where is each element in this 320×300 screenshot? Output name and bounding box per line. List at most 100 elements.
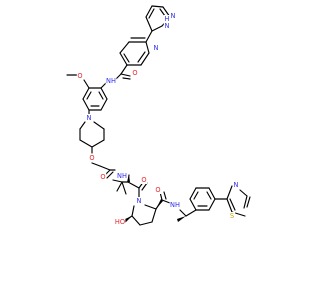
- atom-symbol: O: [100, 173, 105, 181]
- atom-label-background: [169, 12, 177, 20]
- bond: [140, 52, 150, 66]
- bond: [93, 121, 105, 130]
- bond: [226, 198, 233, 213]
- atom-symbol: O: [89, 154, 94, 162]
- atom-label: N: [85, 114, 93, 122]
- atom-symbol: N: [154, 44, 159, 52]
- bond: [131, 205, 135, 217]
- atom-label: N: [232, 181, 240, 189]
- bond: [79, 121, 86, 130]
- bond: [139, 221, 153, 226]
- atom-symbol: N: [234, 181, 239, 189]
- bond: [185, 209, 197, 217]
- bond: [137, 51, 146, 63]
- bond: [116, 181, 123, 192]
- atom-label: NH: [169, 201, 181, 209]
- bond: [119, 52, 128, 66]
- bond: [145, 30, 153, 43]
- bond: [100, 98, 108, 111]
- atom-label: O: [131, 69, 139, 77]
- atom-symbol: H: [165, 15, 170, 23]
- bond: [193, 191, 199, 200]
- atom-symbol: N: [87, 114, 92, 122]
- bond: [151, 5, 164, 8]
- bond: [208, 198, 216, 211]
- wedge-bond: [156, 199, 163, 209]
- atom-label-background: [232, 181, 240, 189]
- atom-symbol: N: [137, 197, 142, 205]
- atom-label-background: [99, 173, 107, 181]
- atom-label: S: [228, 212, 236, 220]
- atom-label: NH: [116, 172, 128, 180]
- atom-label-background: [76, 72, 84, 80]
- atom-symbol: NH: [106, 77, 116, 85]
- bond: [127, 181, 140, 189]
- bond: [91, 139, 105, 148]
- atom-label: N: [135, 197, 143, 205]
- atom-symbol: O: [155, 186, 160, 194]
- bond: [141, 182, 148, 191]
- atom-label: O: [99, 173, 107, 181]
- atom-label-background: [152, 44, 160, 52]
- bond: [144, 204, 157, 210]
- atom-symbol: S: [230, 212, 234, 220]
- bond: [120, 64, 128, 75]
- bond: [159, 8, 166, 17]
- atom-label-background: [169, 201, 181, 209]
- bond: [145, 5, 153, 18]
- bond: [161, 199, 171, 204]
- wedge-bond: [177, 216, 186, 222]
- bond: [145, 41, 150, 54]
- atom-label-background: [85, 114, 93, 122]
- bond: [119, 41, 130, 54]
- bond: [226, 185, 233, 200]
- atom-symbol: O: [141, 176, 146, 184]
- wedge-bond: [125, 216, 132, 223]
- atom-label: O: [88, 154, 96, 162]
- bond: [79, 139, 93, 148]
- bond: [189, 198, 197, 211]
- bond: [82, 98, 90, 111]
- bond: [120, 73, 131, 77]
- bond: [151, 25, 163, 32]
- bond: [86, 91, 92, 100]
- bond: [189, 187, 197, 200]
- bond: [131, 215, 141, 226]
- atom-label-background: [105, 77, 117, 85]
- bond: [208, 187, 216, 200]
- stereo-bonds: [125, 175, 186, 223]
- atom-symbol: NH: [170, 201, 180, 209]
- bond: [179, 209, 187, 217]
- atom-symbol: N: [165, 22, 170, 30]
- bond: [99, 165, 111, 171]
- bonds: [66, 5, 251, 226]
- atom-label: H: [163, 15, 171, 23]
- bond: [145, 16, 153, 32]
- bond: [98, 91, 104, 100]
- bond: [206, 191, 212, 200]
- bond: [229, 198, 236, 211]
- atom-label: O: [140, 176, 148, 184]
- bond: [239, 189, 248, 197]
- atom-symbol: O: [77, 72, 82, 80]
- atom-label-background: [131, 69, 139, 77]
- bond: [83, 79, 90, 89]
- atom-label: O: [154, 186, 162, 194]
- bond: [243, 195, 248, 209]
- atom-symbol: HO: [115, 218, 125, 226]
- wedge-bond: [127, 175, 130, 182]
- bond: [100, 87, 108, 100]
- atom-label-background: [140, 176, 148, 184]
- atom-symbol: NH: [117, 172, 127, 180]
- atom-label: N: [163, 22, 171, 30]
- bond: [148, 8, 155, 19]
- atom-label-background: [154, 186, 162, 194]
- bond: [123, 53, 130, 63]
- bond: [91, 162, 101, 167]
- atom-label: NH: [105, 77, 117, 85]
- atom-label: N: [152, 44, 160, 52]
- atom-label-background: [228, 212, 236, 220]
- atom-symbol: N: [171, 12, 176, 20]
